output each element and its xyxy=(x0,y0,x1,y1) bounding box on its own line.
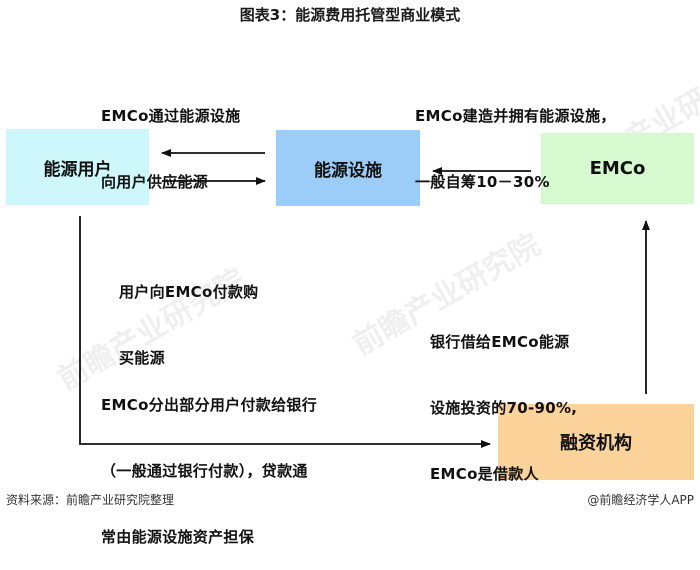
flow-arrows xyxy=(79,149,650,448)
annotation-pay: 用户向EMCo付款购 买能源 xyxy=(119,237,259,391)
diagram-title: 图表3：能源费用托管型商业模式 xyxy=(239,6,461,24)
annotation-line: 设施投资的70-90%, xyxy=(430,399,578,417)
annotation-line: EMCo通过能源设施 xyxy=(101,107,241,125)
source-note: 资料来源：前瞻产业研究院整理 xyxy=(6,493,175,507)
arrow-user-to-finance xyxy=(79,216,491,448)
annotation-line: EMCo是借款人 xyxy=(430,465,539,483)
annotation-line: EMCo建造并拥有能源设施， xyxy=(415,107,616,125)
annotation-line: 一般自筹10－30% xyxy=(415,173,550,191)
annotation-build: EMCo建造并拥有能源设施， 一般自筹10－30% xyxy=(415,61,616,215)
annotation-line: （一般通过银行付款），贷款通 xyxy=(101,462,308,480)
annotation-line: 用户向EMCo付款购 xyxy=(119,283,259,301)
node-finance-institution: 融资机构 xyxy=(498,404,694,480)
brand-credit: @前瞻经济学人APP xyxy=(587,493,694,507)
node-emco: EMCo xyxy=(541,133,694,204)
annotation-bank: 银行借给EMCo能源 设施投资的70-90%, EMCo是借款人 xyxy=(430,287,577,507)
annotation-line: 常由能源设施资产担保 xyxy=(101,528,255,546)
annotation-supply: EMCo通过能源设施 向用户供应能源 xyxy=(101,61,241,215)
annotation-line: 向用户供应能源 xyxy=(101,173,209,191)
annotation-line: EMCo分出部分用户付款给银行 xyxy=(101,396,317,414)
node-energy-facility: 能源设施 xyxy=(276,130,420,206)
annotation-line: 买能源 xyxy=(119,349,165,367)
annotation-split: EMCo分出部分用户付款给银行 （一般通过银行付款），贷款通 常由能源设施资产担… xyxy=(101,350,317,570)
annotation-line: 银行借给EMCo能源 xyxy=(430,333,570,351)
node-energy-user: 能源用户 xyxy=(6,129,149,205)
